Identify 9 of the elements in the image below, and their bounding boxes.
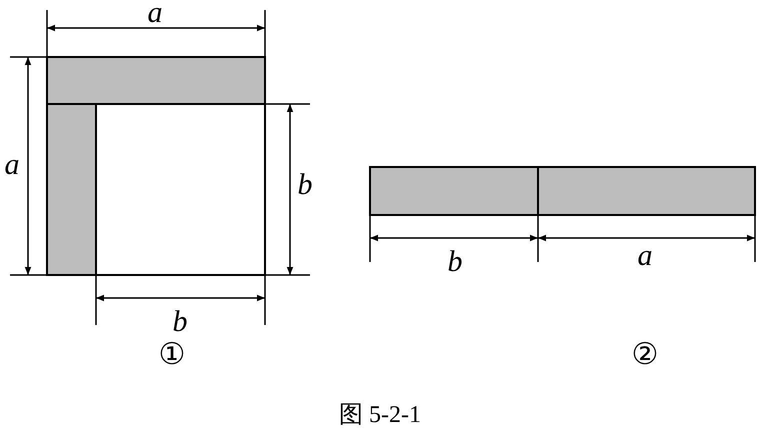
dimension-label: a: [638, 241, 652, 271]
caption: 图 5-2-1: [339, 403, 421, 427]
dimension-label: b: [448, 247, 462, 277]
figure-number: ②: [632, 340, 658, 370]
dimension-label: b: [172, 307, 188, 337]
figure-number: ①: [158, 340, 186, 370]
dimension-label: a: [148, 0, 162, 28]
dimension-label: a: [4, 150, 20, 180]
dimension-label: b: [298, 170, 312, 200]
